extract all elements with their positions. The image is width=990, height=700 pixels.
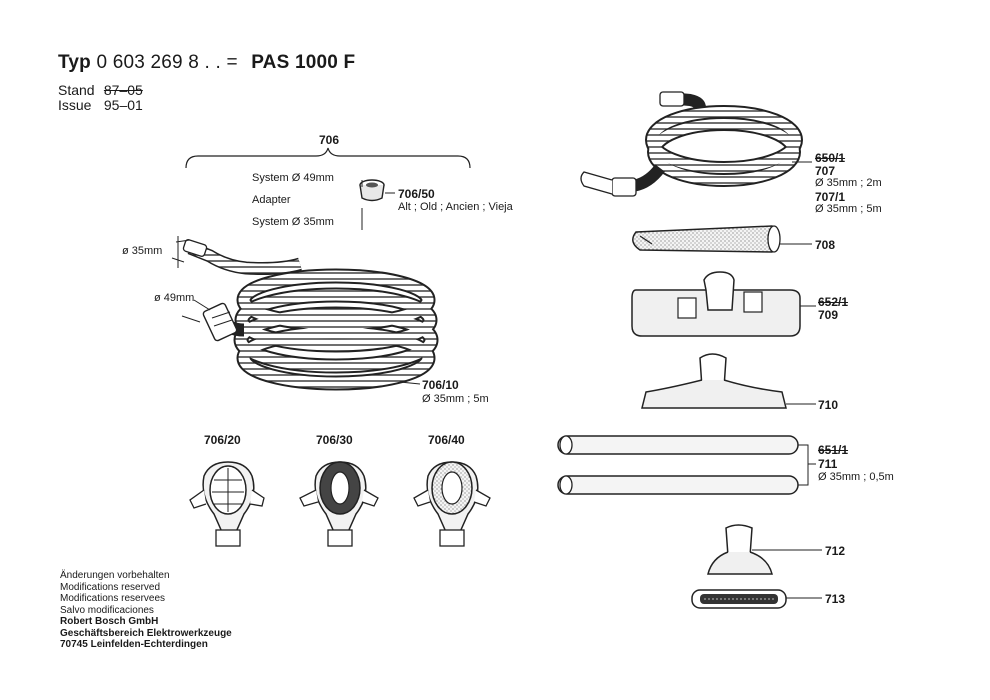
coiled-hose-706-10-drawing — [182, 239, 439, 391]
label-711-dims: Ø 35mm ; 0,5m — [818, 471, 894, 483]
label-706-50-note: Alt ; Old ; Ancien ; Vieja — [398, 201, 513, 213]
label-713: 713 — [825, 592, 846, 606]
label-system-49: System Ø 49mm — [252, 172, 334, 184]
upholstery-nozzle-712-drawing — [707, 524, 773, 575]
label-706: 706 — [319, 133, 340, 147]
label-707-dims: Ø 35mm ; 2m — [815, 177, 882, 189]
footer-block: Änderungen vorbehalten Modifications res… — [60, 570, 232, 651]
floor-nozzle-709-drawing — [631, 271, 801, 337]
adapter-706-50-drawing — [359, 179, 385, 202]
carpet-nozzle-710-drawing — [641, 353, 787, 409]
label-708: 708 — [815, 238, 836, 252]
nozzle-706-20-drawing — [189, 461, 265, 547]
stand-row: Stand 87–05 — [58, 82, 143, 98]
label-dim-35: ø 35mm — [122, 245, 163, 257]
group-bracket — [185, 147, 471, 169]
label-system-35: System Ø 35mm — [252, 216, 334, 228]
label-706-30: 706/30 — [316, 433, 353, 447]
brush-nozzle-713-drawing — [691, 589, 787, 609]
issue-value: 95–01 — [103, 97, 143, 113]
label-712: 712 — [825, 544, 846, 558]
label-adapter: Adapter — [252, 194, 291, 206]
equals-sign: = — [226, 52, 238, 73]
label-652-1: 652/1 — [818, 295, 849, 309]
nozzle-706-30-drawing — [299, 461, 379, 547]
footer-company: Robert Bosch GmbH — [60, 616, 159, 627]
bracket-711 — [798, 444, 816, 486]
label-711: 711 — [818, 457, 838, 471]
type-label: Typ — [58, 52, 91, 73]
label-706-40: 706/40 — [428, 433, 465, 447]
nozzle-706-40-drawing — [413, 461, 491, 547]
label-707-1: 707/1 — [815, 190, 846, 204]
crevice-nozzle-708-drawing — [632, 225, 781, 253]
label-706-20: 706/20 — [204, 433, 241, 447]
label-650-1: 650/1 — [815, 151, 846, 165]
label-651-1: 651/1 — [818, 443, 849, 457]
label-dim-49: ø 49mm — [154, 292, 195, 304]
part-suffix: 8 . . — [188, 52, 221, 73]
label-707: 707 — [815, 164, 836, 178]
label-707-1-dims: Ø 35mm ; 5m — [815, 203, 882, 215]
label-709: 709 — [818, 308, 839, 322]
label-706-10: 706/10 — [422, 378, 459, 392]
label-710: 710 — [818, 398, 839, 412]
footer-line: Änderungen vorbehalten — [60, 570, 170, 581]
footer-line: Modifications reservees — [60, 593, 166, 604]
hose-707-drawing — [580, 91, 803, 197]
label-706-10-dims: Ø 35mm ; 5m — [422, 393, 489, 405]
footer-line: Modifications reserved — [60, 581, 161, 593]
stand-label: Stand — [58, 82, 95, 98]
model-name: PAS 1000 F — [251, 52, 356, 73]
dim-49-arrows — [181, 299, 211, 323]
footer-division: Geschäftsbereich Elektrowerkzeuge — [60, 627, 232, 639]
footer-line: Salvo modificaciones — [60, 604, 154, 616]
leader-706-10 — [399, 381, 421, 385]
dim-35-arrows — [171, 236, 191, 268]
page-title: Typ 0 603 269 8 . . = PAS 1000 F — [58, 52, 355, 74]
stand-value: 87–05 — [103, 82, 143, 98]
footer-address: 70745 Leinfelden-Echterdingen — [60, 639, 208, 650]
extension-tubes-711-drawing — [557, 435, 799, 495]
issue-label: Issue — [58, 97, 92, 113]
issue-row: Issue 95–01 — [58, 97, 143, 113]
label-706-50: 706/50 — [398, 187, 435, 201]
part-number: 0 603 269 — [96, 52, 183, 73]
